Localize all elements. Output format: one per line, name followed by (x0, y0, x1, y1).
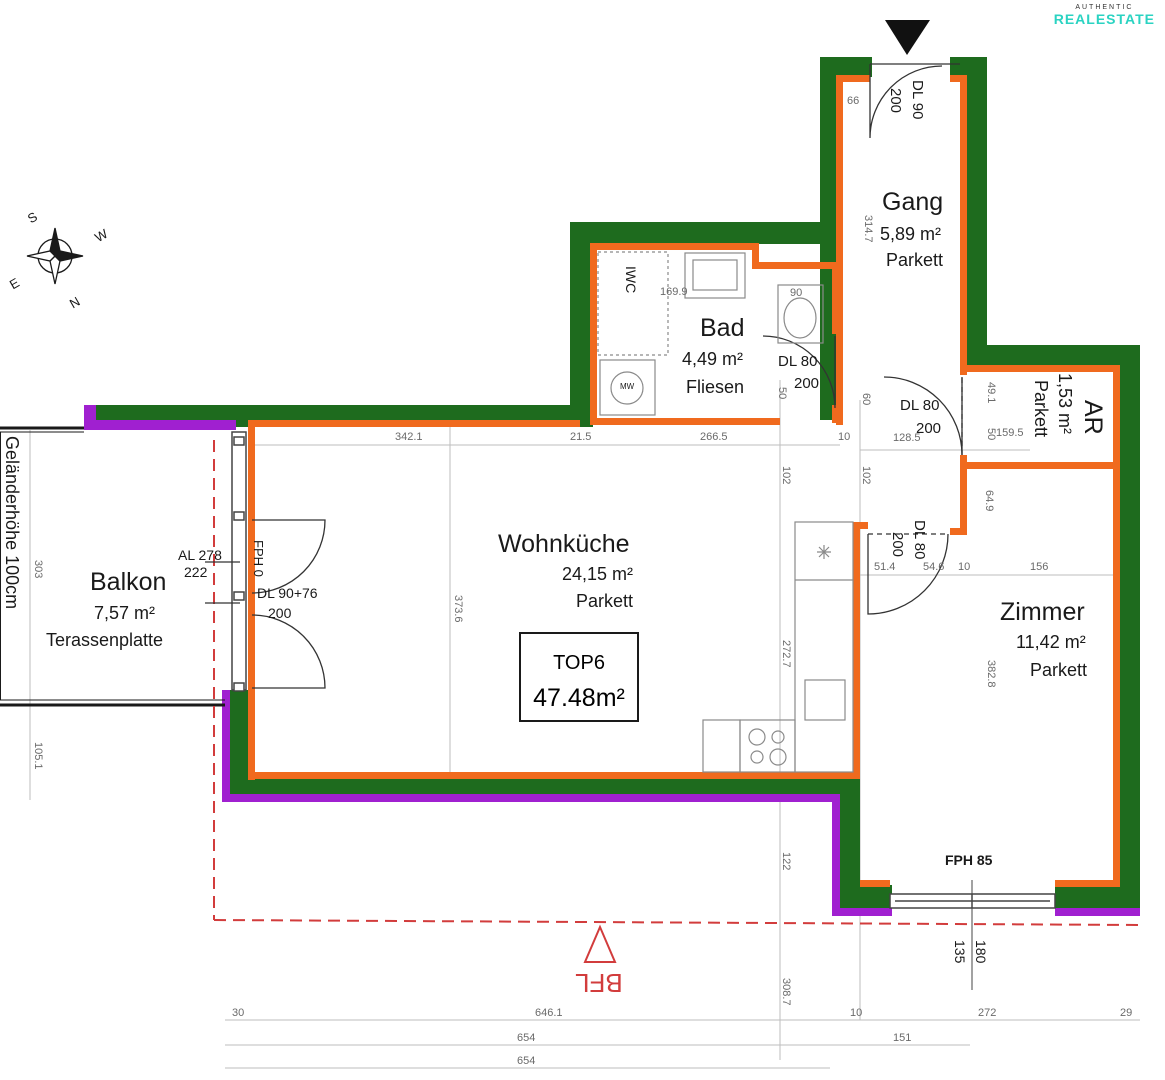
room-gang-name: Gang (882, 188, 944, 216)
dim-label: 654 (517, 1032, 536, 1044)
dim-label: 102 (780, 466, 792, 485)
room-gang-area: 5,89 m² (880, 224, 942, 244)
dim-label: 169.9 (660, 286, 688, 298)
zimmer-door-height: 200 (889, 532, 906, 558)
bathroom-fixtures (597, 251, 824, 416)
dim-label: 122 (780, 852, 792, 871)
room-bad-floor: Fliesen (686, 377, 745, 397)
dim-label: 30 (232, 1007, 245, 1019)
dim-label: 342.1 (395, 431, 423, 443)
gang-door-width: DL 80 (900, 397, 940, 414)
unit-summary-box: TOP6 47.48m² (519, 632, 639, 722)
zimmer-window-height: 135 (952, 940, 968, 964)
dim-label: 308.7 (780, 978, 792, 1006)
kitchen-fixtures (702, 521, 854, 773)
balcony-outline (0, 426, 225, 707)
dim-label: 266.5 (700, 431, 728, 443)
bfl-label: BFL (575, 968, 623, 998)
room-wohn-name: Wohnküche (498, 530, 630, 558)
dim-label: 54.6 (923, 561, 945, 573)
dim-label: 90 (790, 287, 803, 299)
dim-label: 373.6 (452, 595, 464, 623)
balcony-window (231, 431, 247, 692)
compass-rose (26, 227, 84, 285)
entry-arrow (885, 20, 930, 55)
brand-line-1: AUTHENTIC (1075, 4, 1134, 11)
dim-label: 303 (32, 560, 44, 579)
dim-label: 382.8 (985, 660, 997, 688)
unit-size: 47.48m² (533, 684, 625, 712)
balkon-door-height: 200 (268, 605, 292, 621)
bathroom-mw-label: MW (620, 382, 635, 391)
room-bad-area: 4,49 m² (682, 349, 744, 369)
room-wohn-floor: Parkett (576, 591, 634, 611)
room-zimmer-name: Zimmer (1000, 598, 1085, 626)
dim-label: 10 (838, 431, 851, 443)
dim-label: 102 (860, 466, 872, 485)
room-balkon-area: 7,57 m² (94, 603, 156, 623)
room-zimmer-floor: Parkett (1030, 660, 1088, 680)
dim-label: 66 (847, 95, 860, 107)
dim-label: 105.1 (32, 742, 44, 770)
dim-label: 50 (776, 387, 788, 400)
dim-label: 10 (958, 561, 971, 573)
room-zimmer-area: 11,42 m² (1016, 632, 1086, 652)
room-balkon-name: Balkon (90, 568, 167, 596)
entry-door-height: 200 (887, 88, 904, 114)
dim-label: 64.9 (983, 490, 995, 512)
room-gang-floor: Parkett (886, 250, 944, 270)
bfl-triangle (583, 924, 617, 963)
bathroom-iwc-label: IWC (623, 266, 639, 294)
unit-name: TOP6 (553, 652, 605, 674)
bad-door-width: DL 80 (778, 353, 818, 370)
dim-label: 60 (860, 393, 872, 406)
bfl-boundary (213, 440, 1141, 926)
room-bad-name: Bad (700, 314, 745, 342)
dim-label: 49.1 (985, 382, 997, 404)
brand-logo: AUTHENTIC REALESTATE (1054, 4, 1155, 27)
dim-label: 654 (517, 1055, 536, 1067)
zimmer-door-width: DL 80 (911, 520, 928, 560)
room-ar-name: AR (1079, 400, 1107, 435)
dim-label: 159.5 (996, 427, 1024, 439)
railing-height-label: Geländerhöhe 100cm (2, 436, 22, 610)
balkon-door-width: DL 90+76 (257, 585, 318, 601)
dim-label: 10 (850, 1007, 863, 1019)
balkon-al-label: AL 278 (178, 547, 222, 563)
bad-door-height: 200 (794, 375, 820, 392)
reference-lines (29, 380, 1140, 1069)
dim-label: 156 (1030, 561, 1049, 573)
entry-door (869, 63, 960, 139)
zimmer-window-fph: FPH 85 (945, 852, 993, 868)
dim-label: 272.7 (780, 640, 792, 668)
outer-edge-lines (84, 405, 1140, 916)
interior-walls (248, 75, 1120, 887)
dim-label: 272 (978, 1007, 997, 1019)
entry-door-width: DL 90 (909, 80, 926, 120)
dim-label: 646.1 (535, 1007, 563, 1019)
dim-label: 151 (893, 1032, 912, 1044)
gang-door-height: 200 (916, 420, 942, 437)
balkon-al-height: 222 (184, 564, 208, 580)
dim-label: 51.4 (874, 561, 896, 573)
gang-door (883, 376, 963, 456)
dim-label: 50 (985, 428, 997, 441)
zimmer-door (867, 533, 949, 615)
dim-label: 128.5 (893, 432, 921, 444)
dim-label: 29 (1120, 1007, 1133, 1019)
room-ar-floor: Parkett (1031, 380, 1051, 438)
dim-label: 314.7 (862, 215, 874, 243)
zimmer-window-width: 180 (973, 940, 989, 964)
balcony-door-swings (205, 519, 326, 689)
room-balkon-floor: Terassenplatte (46, 630, 164, 650)
balkon-fph-label: FPH 0 (251, 540, 266, 577)
room-ar-area: 1,53 m² (1055, 373, 1075, 435)
brand-line-2: REALESTATE (1053, 11, 1155, 27)
dim-label: 21.5 (570, 431, 592, 443)
room-wohn-area: 24,15 m² (562, 564, 634, 584)
